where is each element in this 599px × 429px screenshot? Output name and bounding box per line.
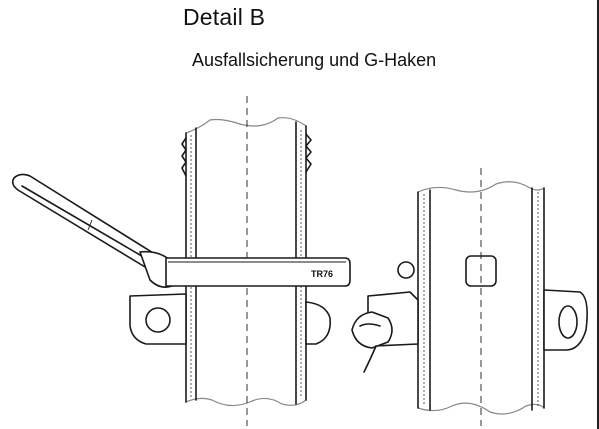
lever-arm-edge <box>21 185 153 263</box>
right-view-pin-end <box>351 261 588 373</box>
pin-hole <box>465 255 497 287</box>
hook-knob-stem <box>363 345 377 373</box>
pin-end-cap <box>397 261 415 279</box>
right-side-hook <box>543 289 588 351</box>
right-tube-top-break <box>417 181 545 193</box>
detail-subtitle: Ausfallsicherung und G-Haken <box>192 50 437 70</box>
securing-pin: TR76 <box>165 257 351 287</box>
left-tube-top-break <box>185 117 307 134</box>
left-hook-plate <box>129 293 187 345</box>
right-side-hook-eye <box>558 305 578 339</box>
detail-title: Detail B <box>183 4 266 30</box>
securing-lever <box>11 173 173 288</box>
right-tube-view <box>417 168 545 426</box>
pin-body <box>165 257 351 287</box>
right-hook-tab <box>305 301 332 345</box>
hook-knob-detail <box>359 323 381 327</box>
left-tube-bottom-break <box>185 397 307 407</box>
hook-knob <box>351 311 393 349</box>
lever-arm-seam <box>87 219 93 231</box>
left-g-hook <box>129 293 332 345</box>
pin-marking: TR76 <box>311 269 333 279</box>
left-tube-clamp-right <box>305 133 312 173</box>
left-tube-clamp-left <box>181 137 187 177</box>
left-hook-eye <box>145 307 171 333</box>
